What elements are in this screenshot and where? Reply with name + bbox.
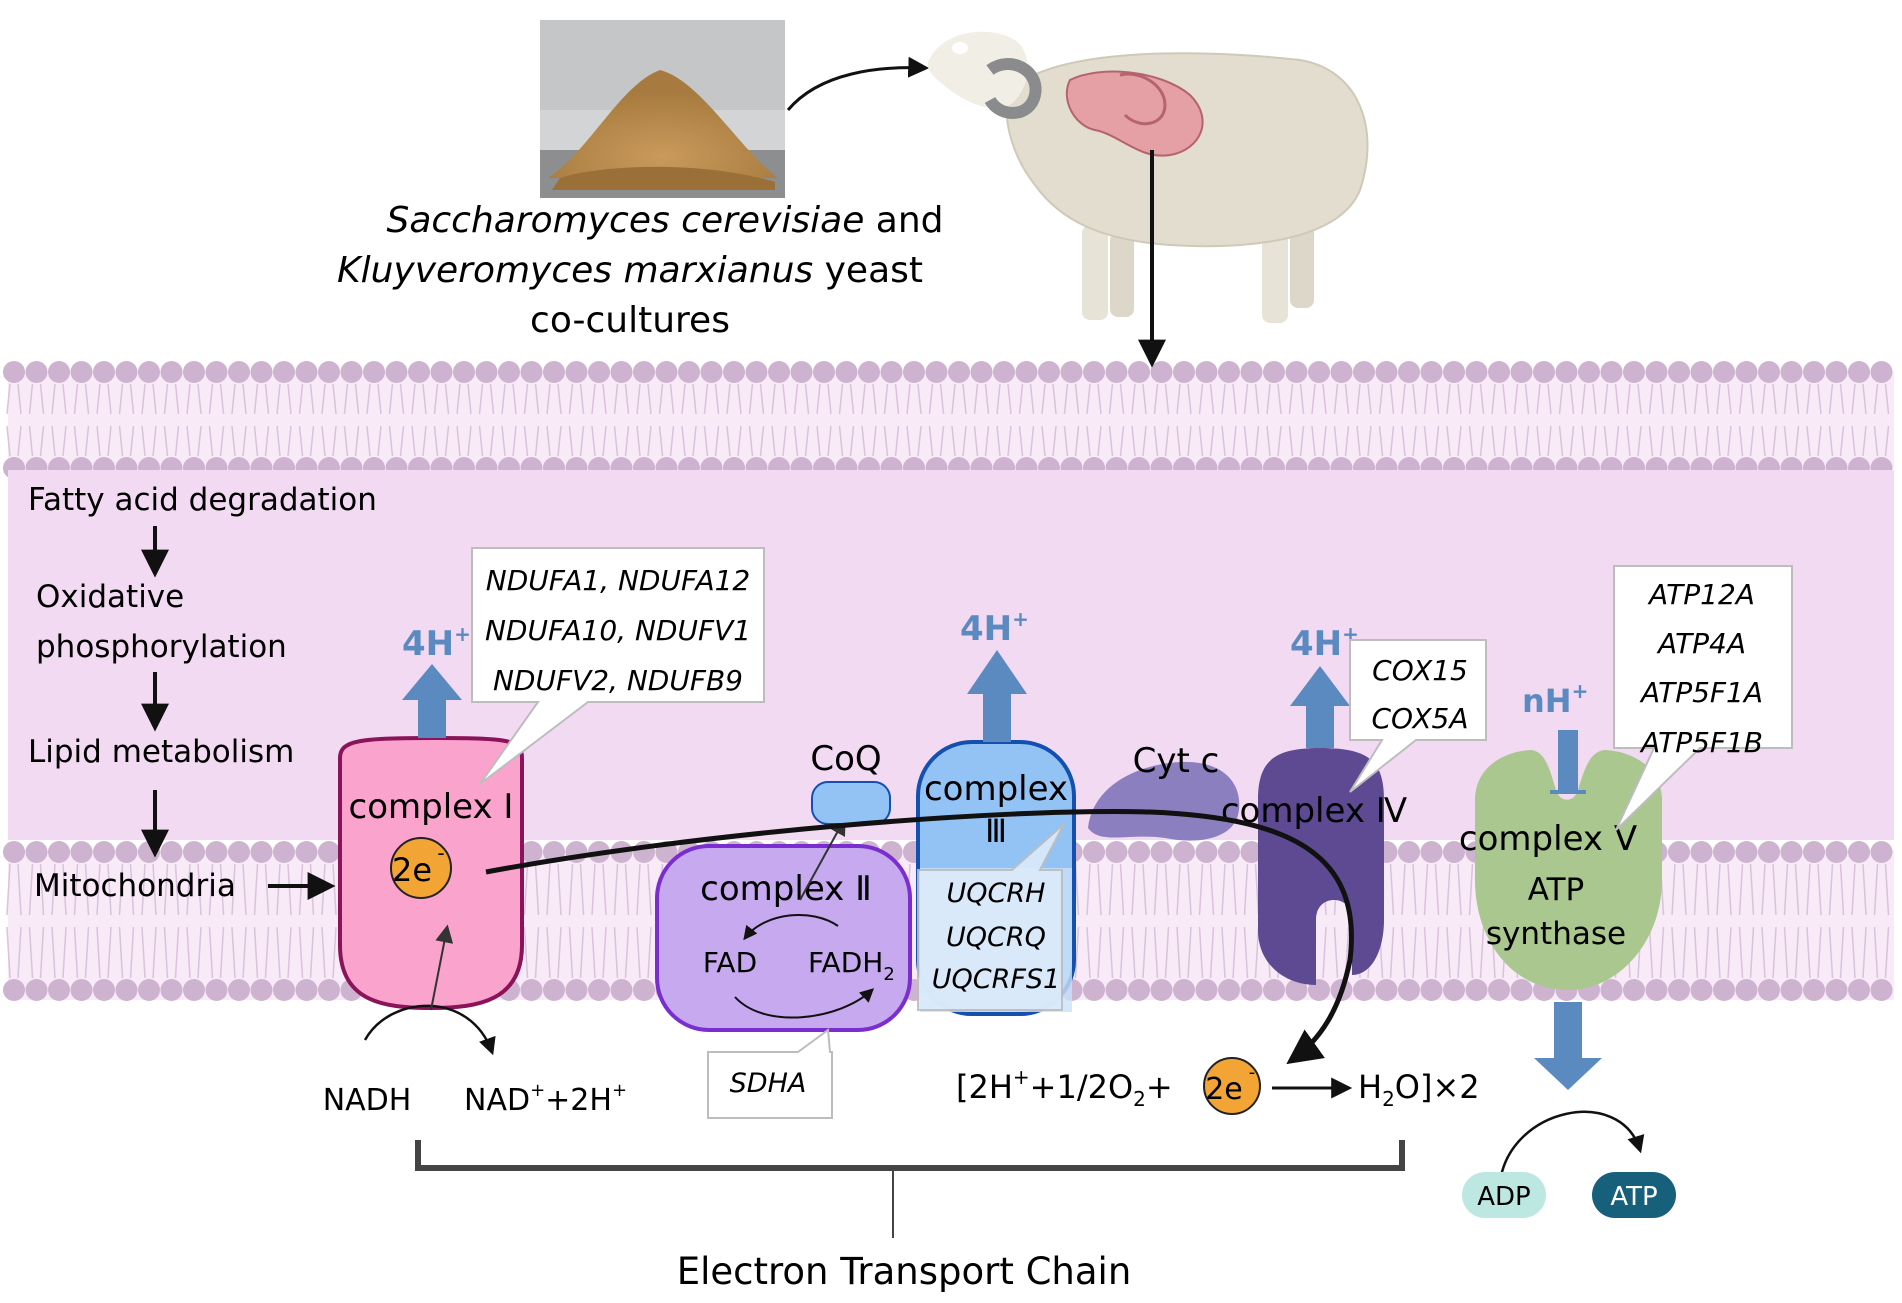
complex-1: complex Ⅰ 2e - 4H+ NDUFA1, NDUFA12 NDUFA… <box>323 547 765 1118</box>
sdha-gene: SDHA <box>730 1068 807 1099</box>
pathway-mitochondria: Mitochondria <box>34 868 236 904</box>
complex-1-electron <box>390 837 452 899</box>
complex-5-synthase: synthase <box>1486 916 1626 952</box>
yeast-caption: Saccharomyces cerevisiae and <box>386 200 943 241</box>
feed-arrow <box>786 56 930 111</box>
complex-3-label: complex <box>924 769 1068 809</box>
svg-text:2e: 2e <box>392 851 432 889</box>
pathway-lipid: Lipid metabolism <box>28 734 294 770</box>
complex-1-genes-3: NDUFV2, NDUFB9 <box>493 664 743 697</box>
svg-text:2e: 2e <box>1205 1072 1243 1107</box>
yeast-powder-photo <box>540 20 785 198</box>
complex-5-gene-1: ATP12A <box>1647 578 1755 611</box>
complex-5-atp: ATP <box>1528 872 1584 908</box>
pathway-list: Fatty acid degradation Oxidative phospho… <box>28 482 377 904</box>
svg-text:-: - <box>437 841 444 865</box>
sheep-illustration <box>927 31 1369 323</box>
complex-3-gene-2: UQCRQ <box>946 922 1046 953</box>
complex-5-gene-4: ATP5F1B <box>1639 726 1763 759</box>
complex-3-numeral: Ⅲ <box>985 812 1007 850</box>
complex-3-proton-arrow <box>967 650 1027 742</box>
yeast-caption-line2: Kluyveromyces marxianus yeast <box>337 250 923 291</box>
complex-5-gene-2: ATP4A <box>1656 627 1746 660</box>
coq-label: CoQ <box>810 739 881 779</box>
complex-5-label: complex Ⅴ <box>1459 819 1637 859</box>
cytochrome-c: Cyt c <box>1088 741 1240 841</box>
complex-5: nH+ complex Ⅴ ATP synthase ATP12A ATP4A … <box>1459 565 1793 1218</box>
water-electron <box>1203 1057 1261 1115</box>
complex-3-gene-3: UQCRFS1 <box>932 964 1060 995</box>
complex-4-proton-arrow <box>1290 666 1350 748</box>
complex-4-gene-1: COX15 <box>1372 654 1468 687</box>
complex-4-proton: 4H+ <box>1290 622 1359 664</box>
etc-bracket: Electron Transport Chain <box>415 1140 1405 1293</box>
yeast-caption-line3: co-cultures <box>530 300 730 341</box>
complex-5-proton-arrow <box>1558 730 1578 790</box>
water-reaction: [2H++1/2O2+ 2e - H2O]×2 <box>956 1057 1480 1115</box>
complex-1-proton: 4H+ <box>402 622 471 664</box>
svg-text:H2O]×2: H2O]×2 <box>1358 1068 1480 1111</box>
complex-1-proton-arrow <box>402 664 462 738</box>
nad-label: NAD++2H+ <box>464 1080 627 1118</box>
svg-text:ATP: ATP <box>1610 1182 1657 1212</box>
nadh-label: NADH <box>323 1083 412 1118</box>
complex-5-gene-3: ATP5F1A <box>1639 676 1763 709</box>
complex-5-proton: nH+ <box>1522 679 1588 720</box>
pathway-oxidative: Oxidative <box>36 579 184 615</box>
complex-1-genes-2: NDUFA10, NDUFV1 <box>485 614 751 647</box>
svg-text:[2H++1/2O2+: [2H++1/2O2+ <box>956 1065 1173 1111</box>
coenzyme-q: CoQ <box>810 739 891 825</box>
membrane-outer <box>3 361 1894 479</box>
fadh2-label: FADH2 <box>808 946 895 985</box>
svg-text:-: - <box>1249 1062 1256 1083</box>
svg-text:ADP: ADP <box>1477 1182 1531 1212</box>
complex-2-label: complex Ⅱ <box>700 869 872 909</box>
complex-1-genes-1: NDUFA1, NDUFA12 <box>486 564 750 597</box>
pathway-fatty-acid: Fatty acid degradation <box>28 482 377 518</box>
complex-3: complex Ⅲ 4H+ UQCRH UQCRQ UQCRFS1 <box>916 607 1076 1016</box>
complex-3-gene-1: UQCRH <box>947 878 1046 909</box>
complex-1-label: complex Ⅰ <box>349 787 514 827</box>
complex-3-proton: 4H+ <box>960 607 1029 649</box>
electron-flow-arrow <box>485 809 1354 1065</box>
complex-4-gene-2: COX5A <box>1372 702 1469 735</box>
etc-label: Electron Transport Chain <box>677 1250 1132 1293</box>
atp-badge <box>1592 1172 1676 1218</box>
fad-label: FAD <box>703 946 757 979</box>
adp-badge <box>1462 1172 1546 1218</box>
complex-2: complex Ⅱ FAD FADH2 SDHA <box>655 816 912 1119</box>
pathway-phosphorylation: phosphorylation <box>36 629 287 665</box>
complex-5-output-arrow <box>1534 1002 1602 1090</box>
cytc-label: Cyt c <box>1133 741 1220 781</box>
